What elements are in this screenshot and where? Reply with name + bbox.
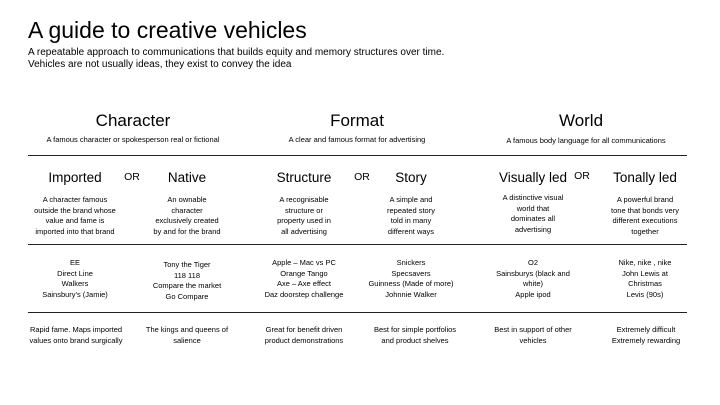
page-title: A guide to creative vehicles	[28, 17, 307, 43]
column-title-native: Native	[167, 170, 207, 185]
definition-visually-led: A distinctive visual world that dominate…	[502, 193, 564, 234]
divider-line	[28, 312, 687, 313]
examples-visually-led: O2 Sainsburys (black and white) Apple ip…	[496, 258, 570, 299]
section-title-format: Format	[330, 111, 384, 130]
examples-structure: Apple – Mac vs PC Orange Tango Axe – Axe…	[264, 258, 344, 299]
or-separator: OR	[354, 171, 370, 183]
section-title-character: Character	[95, 111, 171, 130]
page-subtitle: A repeatable approach to communications …	[28, 47, 445, 70]
summary-tonally-led: Extremely difficult Extremely rewarding	[611, 325, 681, 345]
column-title-tonally-led: Tonally led	[613, 170, 677, 185]
divider-line	[28, 155, 687, 156]
summary-structure: Great for benefit driven product demonst…	[264, 325, 344, 345]
examples-story: Snickers Specsavers Guinness (Made of mo…	[368, 258, 454, 299]
summary-native: The kings and queens of salience	[145, 325, 229, 345]
summary-story: Best for simple portfolios and product s…	[373, 325, 457, 345]
definition-story: A simple and repeated story told in many…	[387, 195, 435, 236]
divider-line	[28, 244, 687, 245]
section-description-character: A famous character or spokesperson real …	[46, 135, 220, 144]
or-separator: OR	[124, 171, 140, 183]
definition-tonally-led: A powerful brand tone that bonds very di…	[611, 195, 679, 236]
column-title-story: Story	[395, 170, 427, 185]
definition-imported: A character famous outside the brand who…	[34, 195, 116, 236]
section-title-world: World	[558, 111, 604, 130]
examples-native: Tony the Tiger 118 118 Compare the marke…	[152, 260, 222, 301]
section-description-world: A famous body language for all communica…	[506, 136, 666, 145]
summary-imported: Rapid fame. Maps imported values onto br…	[29, 325, 123, 345]
section-description-format: A clear and famous format for advertisin…	[288, 135, 426, 144]
definition-structure: A recognisable structure or property use…	[277, 195, 331, 236]
summary-visually-led: Best in support of other vehicles	[494, 325, 572, 345]
column-title-structure: Structure	[276, 170, 332, 185]
examples-imported: EE Direct Line Walkers Sainsbury's (Jami…	[42, 258, 108, 299]
examples-tonally-led: Nike, nike , nike John Lewis at Christma…	[618, 258, 672, 299]
or-separator: OR	[574, 170, 590, 182]
column-title-imported: Imported	[48, 170, 102, 185]
definition-native: An ownable character exclusively created…	[153, 195, 221, 236]
column-title-visually-led: Visually led	[498, 170, 568, 185]
